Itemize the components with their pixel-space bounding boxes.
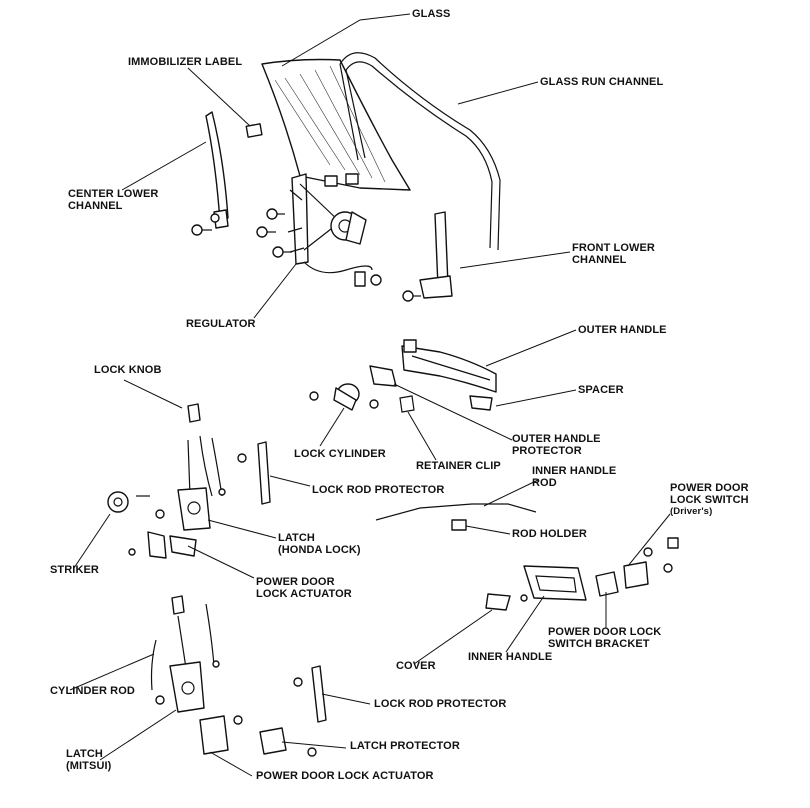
glass-run-channel-part bbox=[339, 52, 501, 251]
label-lock-knob: LOCK KNOB bbox=[94, 364, 162, 376]
power-door-lock-switch-bracket-part bbox=[595, 571, 619, 597]
power-door-lock-actuator-top-part bbox=[128, 531, 197, 559]
label-lock-cylinder: LOCK CYLINDER bbox=[294, 448, 386, 460]
latch-mitsui-part bbox=[155, 660, 220, 713]
label-striker: STRIKER bbox=[50, 564, 99, 576]
label-rod-holder: ROD HOLDER bbox=[512, 528, 587, 540]
rod-holder-part bbox=[451, 519, 467, 531]
label-power-door-lock-actuator-bottom: POWER DOOR LOCK ACTUATOR bbox=[256, 770, 434, 782]
lock-knob-part bbox=[187, 403, 201, 423]
glass-part bbox=[261, 58, 411, 191]
label-latch-mitsui: LATCH(MITSUI) bbox=[66, 748, 112, 772]
immobilizer-label-part bbox=[245, 123, 263, 138]
lock-rod-protector-top-part bbox=[257, 441, 271, 505]
latch-honda-part bbox=[155, 487, 226, 531]
top-bolts bbox=[191, 208, 421, 302]
lock-rod-protector-bottom-part bbox=[311, 665, 327, 723]
label-latch-honda: LATCH(HONDA LOCK) bbox=[278, 532, 361, 556]
lock-rods-part bbox=[187, 435, 223, 497]
cover-part bbox=[485, 593, 511, 611]
inner-handle-rod-part bbox=[375, 503, 537, 521]
label-lock-rod-protector-top: LOCK ROD PROTECTOR bbox=[312, 484, 445, 496]
center-lower-channel-part bbox=[205, 111, 229, 229]
bottom-lock-rods-part bbox=[171, 595, 215, 669]
label-outer-handle: OUTER HANDLE bbox=[578, 324, 667, 336]
retainer-clip-part bbox=[399, 395, 415, 413]
power-door-lock-actuator-bottom-part bbox=[199, 715, 243, 755]
label-spacer: SPACER bbox=[578, 384, 624, 396]
label-power-door-lock-switch: POWER DOOR LOCK SWITCH (Driver's) bbox=[670, 482, 749, 517]
power-door-lock-switch-part bbox=[623, 537, 679, 589]
outer-handle-protector-part bbox=[369, 365, 397, 387]
latch-protector-part bbox=[259, 727, 287, 755]
cylinder-rod-part bbox=[150, 639, 157, 691]
striker-part bbox=[107, 491, 150, 513]
label-retainer-clip: RETAINER CLIP bbox=[416, 460, 501, 472]
label-lock-rod-protector-bottom: LOCK ROD PROTECTOR bbox=[374, 698, 507, 710]
label-latch-protector: LATCH PROTECTOR bbox=[350, 740, 460, 752]
label-inner-handle: INNER HANDLE bbox=[468, 651, 553, 663]
label-glass-run-channel: GLASS RUN CHANNEL bbox=[540, 76, 664, 88]
inner-handle-part bbox=[520, 565, 587, 602]
label-cover: COVER bbox=[396, 660, 436, 672]
label-immobilizer-label: IMMOBILIZER LABEL bbox=[128, 56, 243, 68]
spacer-part bbox=[469, 395, 493, 411]
outer-handle-part bbox=[401, 339, 497, 393]
leader-lines bbox=[69, 13, 671, 777]
lock-cylinder-part bbox=[309, 383, 379, 411]
front-lower-channel-part bbox=[419, 211, 453, 299]
label-glass: GLASS bbox=[412, 8, 451, 20]
label-cylinder-rod: CYLINDER ROD bbox=[50, 685, 135, 697]
regulator-part bbox=[287, 173, 373, 287]
label-regulator: REGULATOR bbox=[186, 318, 256, 330]
